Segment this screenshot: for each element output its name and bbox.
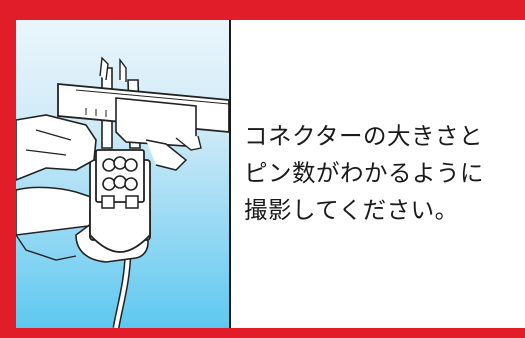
upper-hand xyxy=(16,114,97,181)
caliper-connector-svg xyxy=(16,20,229,328)
thumb xyxy=(145,139,188,171)
instruction-line-2: ピン数がわかるように xyxy=(244,159,484,187)
frame-left-border xyxy=(0,0,16,338)
frame-top-border xyxy=(0,0,525,20)
instruction-line-3: 撮影してください。 xyxy=(244,196,459,224)
frame-bottom-border xyxy=(0,328,525,338)
caliper-thumb-roller xyxy=(175,135,202,151)
connector-pins xyxy=(102,156,138,191)
caliper-illustration xyxy=(16,20,229,328)
frame-notch xyxy=(420,0,436,10)
panel-divider xyxy=(229,20,231,328)
instruction-line-1: コネクターの大きさと xyxy=(244,122,484,150)
instruction-text: コネクターの大きさと ピン数がわかるように 撮影してください。 xyxy=(244,118,519,229)
